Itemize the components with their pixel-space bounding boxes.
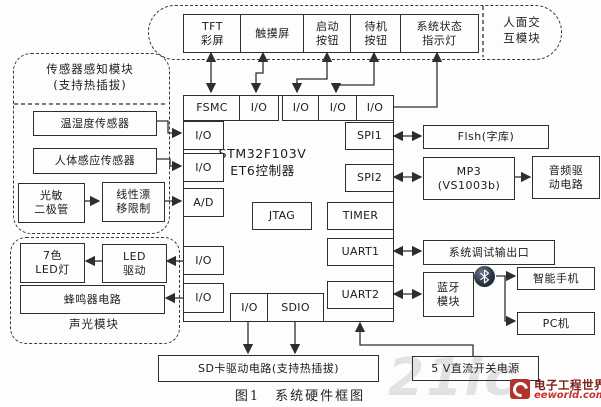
watermark-brand: 电子工程世界 (534, 378, 601, 392)
box-smartphone: 智能手机 (517, 267, 595, 290)
box-bluetooth-module: 蓝牙 模块 (423, 272, 474, 317)
controller-name: STM32F103V ET6控制器 (218, 145, 307, 179)
box-status-indicator: 系统状态 指示灯 (400, 14, 479, 53)
box-flash-font-lib: Flsh(字库) (423, 125, 549, 149)
box-audio-driver: 音频驱 动电路 (532, 156, 600, 199)
eeworld-logo (509, 378, 531, 400)
group-sensor-module (13, 53, 170, 234)
port-io-top2: I/O (282, 95, 320, 121)
port-io-left3: I/O (183, 246, 224, 275)
figure-caption: 图1 系统硬件框图 (234, 388, 366, 404)
port-fsmc: FSMC (183, 95, 241, 121)
box-7color-led: 7色 LED灯 (20, 243, 85, 283)
port-ad: A/D (183, 188, 224, 217)
box-buzzer-circuit: 蜂鸣器电路 (20, 285, 165, 314)
port-jtag: JTAG (252, 202, 312, 230)
box-debug-output: 系统调试输出口 (423, 240, 555, 265)
port-io-top3: I/O (318, 95, 358, 121)
box-linear-drift-limit: 线性漂 移限制 (102, 182, 165, 222)
box-start-button: 启动 按钮 (303, 14, 352, 53)
port-spi1: SPI1 (345, 122, 394, 150)
group-soundlight-module (10, 237, 180, 344)
box-standby-button: 待机 按钮 (350, 14, 402, 53)
box-led-driver: LED 驱动 (102, 244, 167, 283)
box-sd-card-driver: SD卡驱动电路(支持热插拔) (158, 355, 379, 382)
port-io-top4: I/O (356, 95, 394, 121)
port-io-left1: I/O (183, 121, 224, 150)
port-timer: TIMER (327, 202, 394, 230)
group-hmi-label: 人面交 互模块 (503, 15, 541, 45)
box-body-sensor: 人体感应传感器 (33, 148, 157, 174)
box-temp-humidity-sensor: 温湿度传感器 (33, 111, 157, 136)
box-pc: PC机 (517, 312, 595, 335)
box-mp3-vs1003b: MP3 (VS1003b) (423, 157, 515, 200)
port-io-left2: I/O (183, 153, 224, 182)
box-touch-screen: 触摸屏 (240, 14, 305, 53)
port-uart2: UART2 (327, 281, 394, 309)
port-spi2: SPI2 (345, 164, 394, 192)
box-power-supply: 5 V直流开关电源 (412, 356, 539, 381)
bluetooth-icon (474, 266, 495, 287)
group-soundlight-label: 声光模块 (69, 317, 119, 332)
port-io-bottom: I/O (230, 293, 269, 322)
port-io-top1: I/O (239, 95, 279, 121)
port-uart1: UART1 (327, 238, 394, 266)
port-io-left4: I/O (183, 283, 224, 313)
port-sdio: SDIO (267, 293, 324, 322)
box-photodiode: 光敏 二极管 (18, 183, 85, 223)
watermark-site: eeworld.com.cn (534, 390, 601, 401)
box-tft-screen: TFT 彩屏 (183, 14, 242, 53)
group-sensor-label: 传感器感知模块 (支持热插拔) (46, 62, 134, 92)
